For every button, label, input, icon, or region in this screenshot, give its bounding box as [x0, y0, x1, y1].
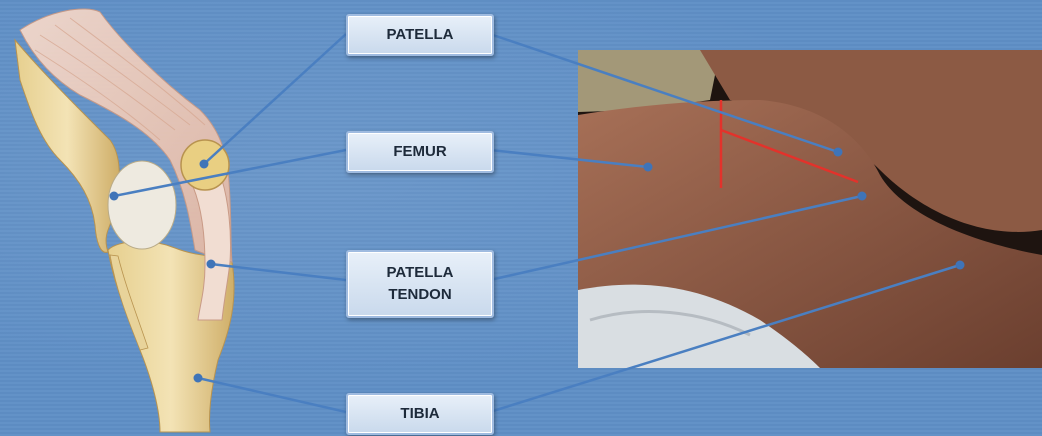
dot-tibia-photo	[956, 261, 965, 270]
label-patella-tendon: PATELLA TENDON	[387, 262, 454, 306]
femoral-condyle	[108, 161, 176, 249]
dot-patella-photo	[834, 148, 843, 157]
leader-patella-left	[204, 34, 346, 164]
label-femur: FEMUR	[393, 141, 446, 163]
label-box-patella: PATELLA	[346, 14, 494, 56]
dot-femur-photo	[644, 163, 653, 172]
dot-tendon-photo	[858, 192, 867, 201]
dot-tibia-illustration	[194, 374, 203, 383]
label-patella: PATELLA	[387, 24, 454, 46]
leader-tibia-left	[198, 378, 346, 412]
knee-illustration	[15, 9, 234, 432]
dot-femur-illustration	[110, 192, 119, 201]
dot-patella-illustration	[200, 160, 209, 169]
label-tibia: TIBIA	[400, 403, 439, 425]
dot-tendon-illustration	[207, 260, 216, 269]
label-box-tibia: TIBIA	[346, 393, 494, 435]
label-box-patella-tendon: PATELLA TENDON	[346, 250, 494, 318]
label-box-femur: FEMUR	[346, 131, 494, 173]
